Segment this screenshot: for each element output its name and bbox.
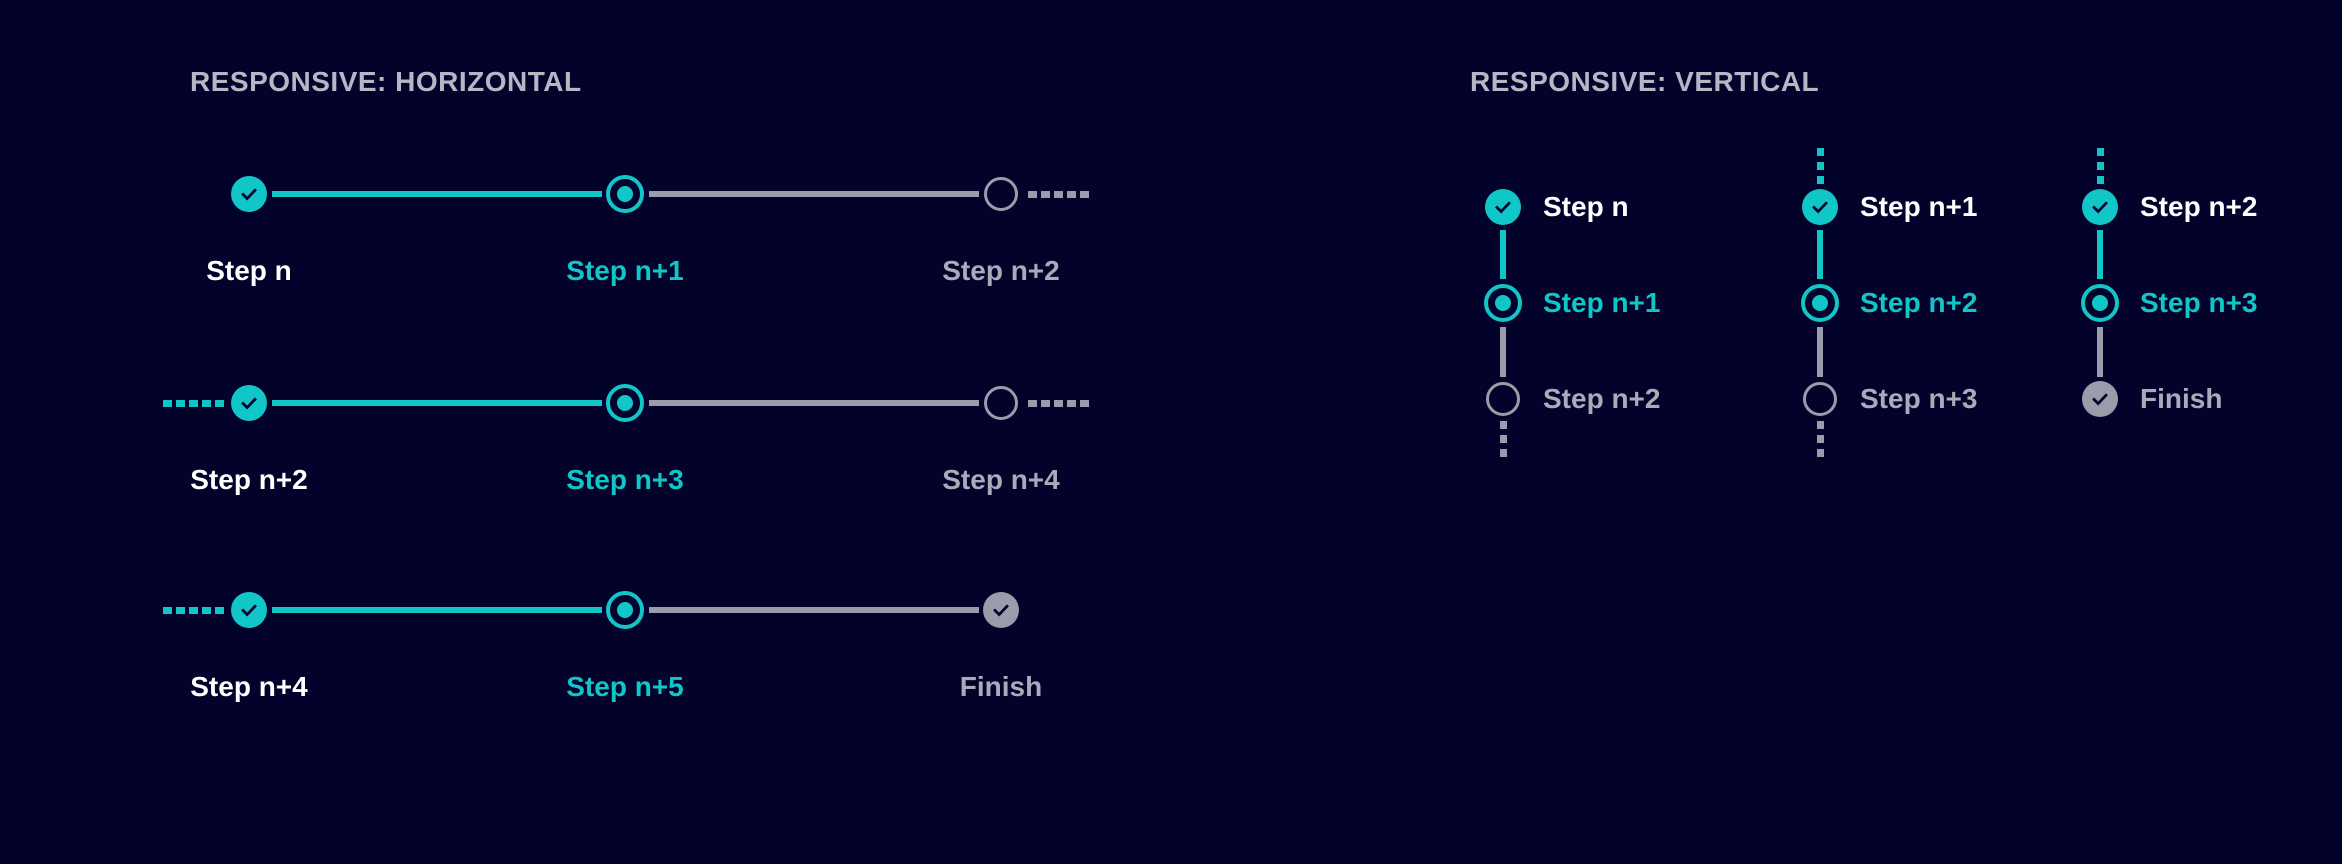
- connector-line-done: [272, 607, 602, 613]
- step-label[interactable]: Step n+2: [190, 464, 308, 495]
- step-current-icon[interactable]: [1801, 284, 1839, 322]
- horizontal-stepper-row: Step n+4 Step n+5 Finish: [150, 588, 1150, 718]
- continuation-dashes-trailing: [1817, 421, 1824, 457]
- step-label[interactable]: Step n+3: [566, 464, 684, 495]
- connector-line-future: [2097, 327, 2103, 377]
- step-future-icon[interactable]: [1803, 382, 1837, 416]
- step-label[interactable]: Step n+1: [1543, 287, 1661, 318]
- step-check-icon[interactable]: [1485, 189, 1521, 225]
- continuation-dashes-leading: [2097, 148, 2104, 184]
- step-finish-check-icon[interactable]: [983, 592, 1019, 628]
- continuation-dashes-trailing: [1500, 421, 1507, 457]
- horizontal-stepper-row: Step n Step n+1 Step n+2: [150, 172, 1150, 302]
- step-current-icon[interactable]: [2081, 284, 2119, 322]
- step-label[interactable]: Step n+1: [566, 255, 684, 286]
- continuation-dashes-trailing: [1028, 191, 1089, 198]
- step-check-icon[interactable]: [231, 176, 267, 212]
- vertical-stepper-column: Step n Step n+1 Step n+2: [1484, 140, 1785, 480]
- step-check-icon[interactable]: [231, 592, 267, 628]
- step-label[interactable]: Finish: [959, 671, 1043, 702]
- continuation-dashes-leading: [163, 607, 224, 614]
- step-current-icon[interactable]: [1484, 284, 1522, 322]
- step-finish-check-icon[interactable]: [2082, 381, 2118, 417]
- connector-line-done: [2097, 230, 2103, 279]
- current-dot: [1495, 295, 1511, 311]
- horizontal-section-heading: RESPONSIVE: HORIZONTAL: [190, 66, 582, 97]
- step-current-icon[interactable]: [606, 384, 644, 422]
- step-label[interactable]: Step n+4: [942, 464, 1060, 495]
- connector-line-done: [1817, 230, 1823, 279]
- vertical-section-heading: RESPONSIVE: VERTICAL: [1470, 66, 1820, 97]
- step-current-icon[interactable]: [606, 175, 644, 213]
- step-label[interactable]: Step n+4: [190, 671, 308, 702]
- vertical-stepper-column: Step n+1 Step n+2 Step n+3: [1801, 140, 2102, 480]
- step-check-icon[interactable]: [1802, 189, 1838, 225]
- step-label[interactable]: Step n: [1543, 191, 1629, 222]
- step-current-icon[interactable]: [606, 591, 644, 629]
- connector-line-done: [1500, 230, 1506, 279]
- step-label[interactable]: Step n+5: [566, 671, 684, 702]
- connector-line-future: [1500, 327, 1506, 377]
- current-dot: [617, 395, 633, 411]
- step-label[interactable]: Step n+3: [1860, 383, 1978, 414]
- step-check-icon[interactable]: [231, 385, 267, 421]
- step-label[interactable]: Step n+1: [1860, 191, 1978, 222]
- connector-line-future: [649, 607, 979, 613]
- current-dot: [617, 186, 633, 202]
- connector-line-done: [272, 400, 602, 406]
- connector-line-done: [272, 191, 602, 197]
- current-dot: [2092, 295, 2108, 311]
- continuation-dashes-leading: [1817, 148, 1824, 184]
- continuation-dashes-leading: [163, 400, 224, 407]
- step-label[interactable]: Finish: [2140, 383, 2223, 414]
- step-check-icon[interactable]: [2082, 189, 2118, 225]
- continuation-dashes-trailing: [1028, 400, 1089, 407]
- step-future-icon[interactable]: [1486, 382, 1520, 416]
- connector-line-future: [649, 400, 979, 406]
- step-label[interactable]: Step n: [206, 255, 292, 286]
- current-dot: [617, 602, 633, 618]
- step-label[interactable]: Step n+3: [2140, 287, 2258, 318]
- connector-line-future: [649, 191, 979, 197]
- step-future-icon[interactable]: [984, 177, 1018, 211]
- step-future-icon[interactable]: [984, 386, 1018, 420]
- connector-line-future: [1817, 327, 1823, 377]
- step-label[interactable]: Step n+2: [942, 255, 1060, 286]
- current-dot: [1812, 295, 1828, 311]
- step-label[interactable]: Step n+2: [1860, 287, 1978, 318]
- horizontal-stepper-row: Step n+2 Step n+3 Step n+4: [150, 381, 1150, 511]
- step-label[interactable]: Step n+2: [2140, 191, 2258, 222]
- vertical-stepper-column: Step n+2 Step n+3 Finish: [2081, 140, 2342, 480]
- step-label[interactable]: Step n+2: [1543, 383, 1661, 414]
